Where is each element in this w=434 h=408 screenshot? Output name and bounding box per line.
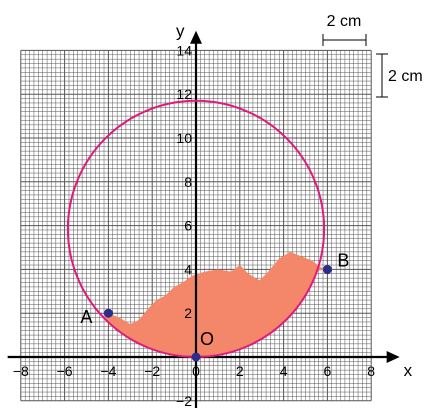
x-tick-label: −4 — [100, 363, 116, 379]
x-axis-arrow — [386, 351, 400, 363]
x-tick-label: 4 — [280, 363, 288, 379]
y-tick-label: −2 — [176, 393, 192, 408]
y-tick-label: 6 — [184, 218, 192, 234]
point-o — [191, 352, 201, 362]
point-a — [103, 308, 113, 318]
y-tick-label: 4 — [184, 261, 192, 277]
points: A B O — [80, 250, 349, 362]
point-b — [322, 264, 332, 274]
x-tick-label: 0 — [192, 363, 200, 379]
scale-indicator: 2 cm 2 cm — [322, 13, 423, 98]
point-label-b: B — [337, 250, 349, 270]
y-tick-label: 8 — [184, 174, 192, 190]
x-tick-label: 8 — [367, 363, 375, 379]
y-tick-label: 2 — [184, 305, 192, 321]
y-tick-label: 14 — [176, 42, 192, 58]
x-axis-label: x — [404, 361, 413, 380]
point-label-a: A — [80, 307, 92, 327]
shaded-region — [103, 251, 328, 357]
y-tick-label: 12 — [176, 86, 192, 102]
x-tick-label: −2 — [144, 363, 160, 379]
x-tick-label: −6 — [57, 363, 73, 379]
scale-label-horizontal: 2 cm — [327, 13, 362, 30]
x-tick-label: −8 — [13, 363, 29, 379]
point-label-o: O — [200, 329, 214, 349]
x-tick-label: 2 — [236, 363, 244, 379]
x-tick-label: 6 — [324, 363, 332, 379]
y-axis-label: y — [176, 22, 185, 41]
y-axis-arrow — [190, 30, 202, 44]
y-tick-label: 10 — [176, 130, 192, 146]
scale-label-vertical: 2 cm — [388, 68, 423, 85]
